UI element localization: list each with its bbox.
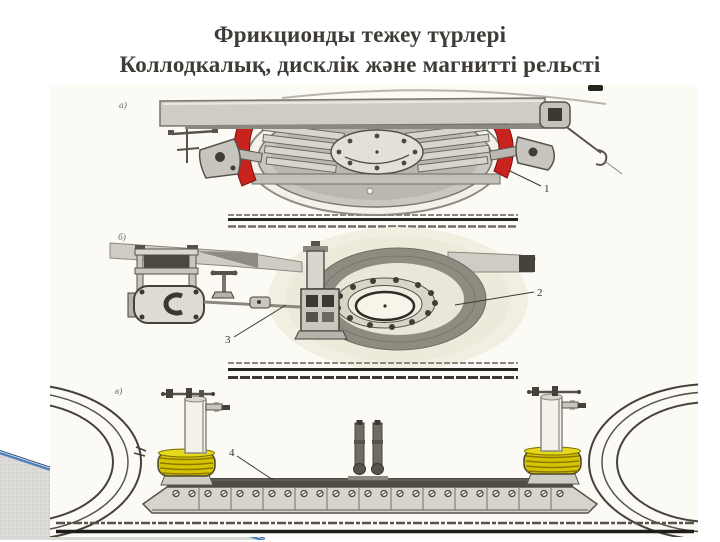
section-label-v: в): [115, 386, 122, 397]
bogie-beam: [159, 97, 571, 129]
spring-plank: [251, 173, 501, 185]
rail-lines-upper: [228, 214, 518, 228]
rail-lines-bottom: [56, 521, 694, 534]
leader-line-3: [233, 304, 287, 338]
part-label-1: 1: [544, 183, 550, 195]
brake-types-figure: 1 а): [0, 85, 720, 541]
slide-title: Фрикционды тежеу түрлері Коллодкалық, ди…: [0, 20, 720, 80]
scan-artifact-mark: [588, 85, 603, 91]
brake-hanger-left: [168, 127, 241, 179]
suspension-right: [523, 386, 586, 485]
section-label-a: а): [119, 100, 127, 111]
part-label-2: 2: [537, 287, 543, 299]
brake-caliper-unit: [294, 241, 348, 340]
section-label-b: б): [118, 232, 126, 243]
disc-hub: [334, 277, 438, 330]
part-label-3: 3: [225, 334, 231, 346]
shoe-brake-diagram: 1 а): [119, 89, 623, 228]
rail-lines-middle: [228, 362, 518, 379]
center-rods: [348, 420, 388, 480]
leader-line-2: [454, 291, 535, 306]
leader-line-1: [509, 170, 542, 187]
brake-types-drawing: 1 а): [0, 85, 720, 541]
disc-brake-diagram: 2 3 б): [109, 227, 543, 379]
slide-title-line-2: Коллодкалық, дисклік және магнитті рельс…: [119, 52, 601, 77]
magnetic-rail-brake-diagram: 4 в): [0, 383, 720, 541]
suspension-left: [157, 388, 230, 486]
brake-cylinder-unit: [127, 245, 301, 324]
leader-line-4: [236, 455, 274, 481]
leaf-springs-left: [261, 122, 345, 174]
frame-arch: [281, 89, 607, 105]
brake-beam: [141, 478, 599, 514]
frame-member-right: [447, 251, 536, 273]
part-label-4: 4: [229, 447, 235, 459]
slide-title-line-1: Фрикционды тежеу түрлері: [213, 22, 507, 47]
axle-hub-cover: [330, 129, 424, 175]
